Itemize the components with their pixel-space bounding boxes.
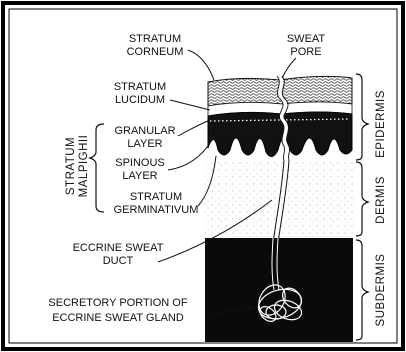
granular-layer-label-2: LAYER [127, 138, 162, 150]
stratum-corneum-label-2: CORNEUM [127, 46, 184, 58]
stratum-corneum-label-1: STRATUM [129, 33, 181, 45]
stratum-germinativum-label-2: GERMINATIVUM [114, 204, 199, 216]
stratum-germinativum-label-1: STRATUM [130, 191, 182, 203]
eccrine-sweat-duct-label-2: DUCT [103, 255, 134, 267]
spinous-layer-label-1: SPINOUS [115, 157, 165, 169]
sweat-pore-label-2: PORE [290, 46, 321, 58]
epidermis-label: EPIDERMIS [375, 90, 387, 158]
secretory-portion-label-1: SECRETORY PORTION OF [48, 297, 187, 309]
granular-layer-label-1: GRANULAR [114, 125, 175, 137]
stratum-lucidum-label-1: STRATUM [114, 81, 166, 93]
eccrine-sweat-duct-label-1: ECCRINE SWEAT [73, 242, 164, 254]
subdermis-label: SUBDERMIS [375, 254, 387, 327]
sweat-pore-label-1: SWEAT [287, 33, 326, 45]
spinous-layer-label-2: LAYER [122, 170, 157, 182]
dermis-tissue [205, 160, 353, 238]
dermis-label: DERMIS [375, 176, 387, 224]
stratum-lucidum-label-2: LUCIDUM [115, 94, 165, 106]
malpighii-label-line-1: STRATUM [65, 137, 77, 195]
secretory-portion-label-2: ECCRINE SWEAT GLAND [52, 312, 184, 324]
malpighii-label-line-2: MALPIGHII [78, 135, 90, 198]
